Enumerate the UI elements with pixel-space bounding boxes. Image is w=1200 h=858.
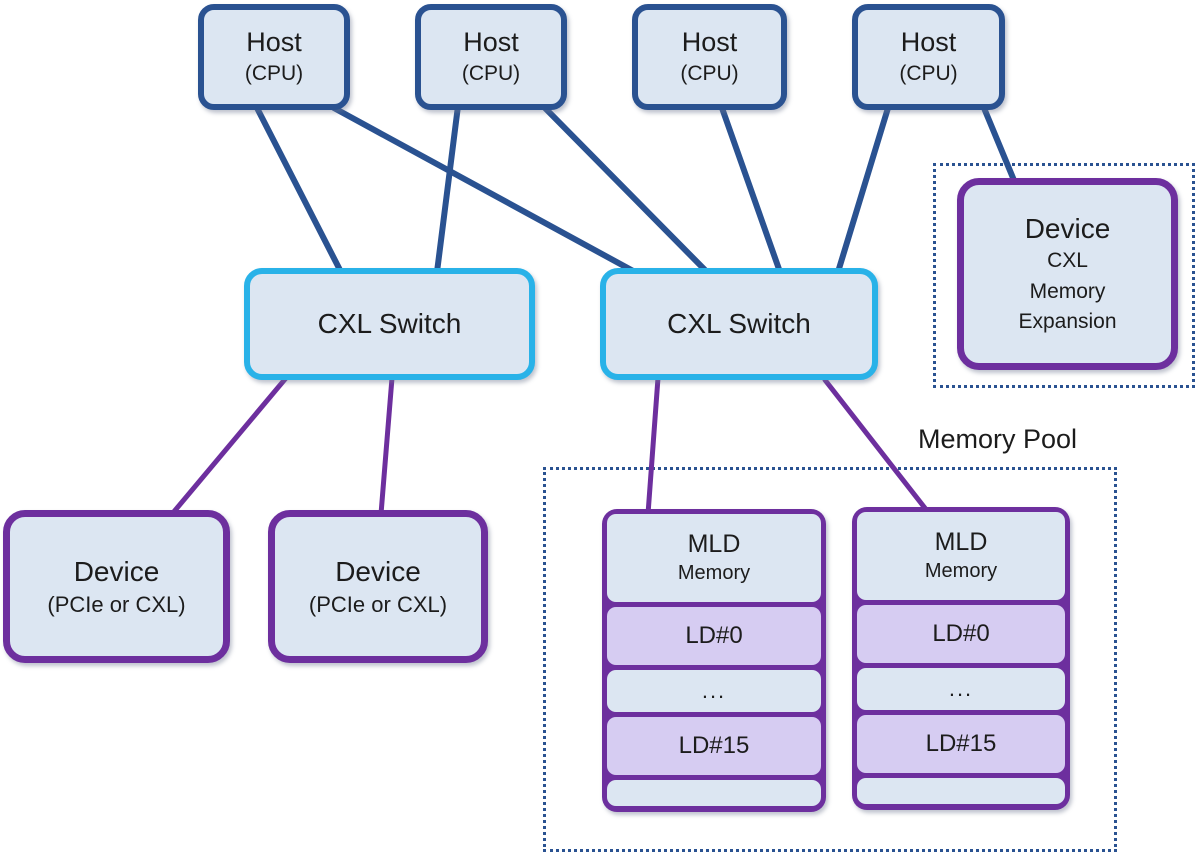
device-sublabel: (PCIe or CXL) [308, 592, 448, 618]
host-node-1: Host (CPU) [198, 4, 350, 110]
connection-host-1-to-switch-1 [253, 103, 344, 275]
device-node-1: Device (PCIe or CXL) [3, 510, 230, 663]
mld-subtitle: Memory [924, 559, 998, 582]
connection-switch-1-to-device-1 [169, 375, 289, 517]
connection-host-1-to-switch-2 [331, 105, 638, 275]
device-label: Device [335, 555, 421, 587]
memory-pool-label: Memory Pool [918, 424, 1078, 454]
connection-switch-2-to-mld-1 [645, 375, 661, 517]
host-sublabel: (CPU) [461, 62, 521, 86]
mld-header: MLD Memory [607, 514, 821, 602]
mld-slot-ellipsis: ... [607, 670, 821, 712]
expansion-dotted-frame [933, 163, 1195, 388]
expansion-device-label: Device [1024, 212, 1111, 244]
device-sublabel: (PCIe or CXL) [47, 592, 186, 618]
device-label: Device [73, 555, 160, 587]
host-node-3: Host (CPU) [632, 4, 787, 110]
host-node-2: Host (CPU) [415, 4, 567, 110]
connection-host-3-to-switch-2 [719, 105, 783, 275]
cxl-switch-node-2: CXL Switch [600, 268, 878, 380]
mld-subtitle: Memory [677, 561, 751, 584]
switch-label: CXL Switch [667, 308, 811, 340]
mld-header: MLD Memory [857, 512, 1065, 600]
host-sublabel: (CPU) [899, 62, 958, 86]
mld-slot-ld0: LD#0 [607, 607, 821, 665]
connection-switch-1-to-device-2 [378, 375, 395, 517]
device-node-2: Device (PCIe or CXL) [268, 510, 488, 663]
mld-title: MLD [687, 530, 741, 559]
expansion-subline-expansion: Expansion [1018, 309, 1117, 333]
connection-host-4-to-device-cxl-memory-expansion [981, 105, 1021, 193]
expansion-subline-memory: Memory [1029, 279, 1106, 303]
host-label: Host [246, 27, 302, 58]
host-node-4: Host (CPU) [852, 4, 1005, 110]
mld-slot-ld15: LD#15 [607, 717, 821, 775]
host-label: Host [681, 27, 738, 58]
mld-footer [607, 780, 821, 806]
mld-slot-ld15: LD#15 [857, 715, 1065, 773]
expansion-subline-cxl: CXL [1047, 249, 1088, 273]
memory-pool-dotted-frame [543, 467, 1117, 852]
switch-label: CXL Switch [317, 308, 462, 340]
device-cxl-memory-expansion-node: Device CXL Memory Expansion [957, 178, 1178, 370]
mld-title: MLD [934, 528, 988, 557]
mld-node-2: MLD Memory LD#0 ... LD#15 [852, 507, 1070, 810]
connection-switch-2-to-mld-2 [822, 377, 931, 515]
mld-slot-ellipsis: ... [857, 668, 1065, 710]
connection-host-4-to-switch-2 [835, 105, 891, 275]
host-sublabel: (CPU) [680, 62, 739, 86]
cxl-switch-node-1: CXL Switch [244, 268, 535, 380]
connection-host-2-to-switch-1 [434, 103, 461, 275]
mld-node-1: MLD Memory LD#0 ... LD#15 [602, 509, 826, 812]
mld-footer [857, 778, 1065, 804]
mld-slot-ld0: LD#0 [857, 605, 1065, 663]
host-label: Host [463, 27, 519, 58]
host-sublabel: (CPU) [244, 62, 304, 86]
host-label: Host [900, 27, 957, 58]
connection-host-2-to-switch-2 [542, 105, 708, 273]
